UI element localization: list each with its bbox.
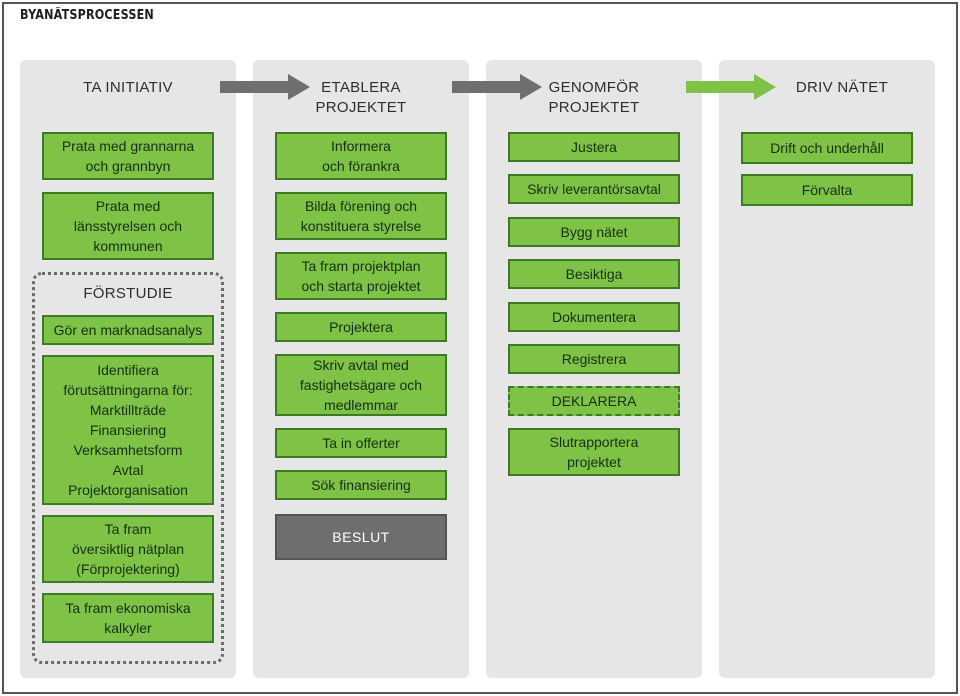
step-box: Informera och förankra (275, 132, 447, 180)
step-box: Ta fram projektplan och starta projektet (275, 252, 447, 300)
arrow-shape (452, 74, 542, 100)
phase-column-genomfor-projektet: GENOMFÖR PROJEKTET Justera Skriv leveran… (486, 60, 702, 678)
phase-title: GENOMFÖR PROJEKTET (548, 79, 640, 116)
phase-column-ta-initiativ: TA INITIATIV Prata med grannarna och gra… (20, 60, 236, 678)
step-box: Identifiera förutsättningarna för: Markt… (42, 355, 214, 505)
phase-title: TA INITIATIV (83, 79, 173, 96)
arrow-shape (220, 74, 310, 100)
step-box: Sök finansiering (275, 470, 447, 500)
diagram-title: BYANÄTSPROCESSEN (20, 8, 154, 23)
step-box: Dokumentera (508, 302, 680, 332)
step-box: Prata med grannarna och grannbyn (42, 132, 214, 180)
step-box: Registrera (508, 344, 680, 374)
step-box-dashed: DEKLARERA (508, 386, 680, 416)
step-box: Bygg nätet (508, 217, 680, 247)
forstudie-group: FÖRSTUDIE Gör en marknadsanalys Identifi… (32, 272, 224, 664)
subgroup-title: FÖRSTUDIE (83, 285, 173, 302)
arrow-shape (686, 74, 776, 100)
step-box: Skriv leverantörsavtal (508, 174, 680, 204)
step-box: Gör en marknadsanalys (42, 315, 214, 345)
step-box: Skriv avtal med fastighetsägare och medl… (275, 354, 447, 416)
step-box: Besiktiga (508, 259, 680, 289)
arrow-right-icon-green (686, 74, 776, 100)
phase-title: ETABLERA PROJEKTET (315, 79, 407, 116)
step-box: Bilda förening och konstituera styrelse (275, 192, 447, 240)
step-box: Justera (508, 132, 680, 162)
phase-column-etablera-projektet: ETABLERA PROJEKTET Informera och förankr… (253, 60, 469, 678)
step-box: Drift och underhåll (741, 132, 913, 164)
step-box: Prata med länsstyrelsen och kommunen (42, 192, 214, 260)
arrow-right-icon (452, 74, 542, 100)
step-box: Projektera (275, 312, 447, 342)
step-box: Ta fram översiktlig nätplan (Förprojekte… (42, 515, 214, 583)
phase-column-driv-natet: DRIV NÄTET Drift och underhåll Förvalta (719, 60, 935, 678)
phase-title: DRIV NÄTET (795, 79, 889, 96)
decision-box: BESLUT (275, 514, 447, 560)
step-box: Förvalta (741, 174, 913, 206)
step-box: Ta in offerter (275, 428, 447, 458)
step-box: Slutrapportera projektet (508, 428, 680, 476)
arrow-right-icon (220, 74, 310, 100)
step-box: Ta fram ekonomiska kalkyler (42, 593, 214, 643)
